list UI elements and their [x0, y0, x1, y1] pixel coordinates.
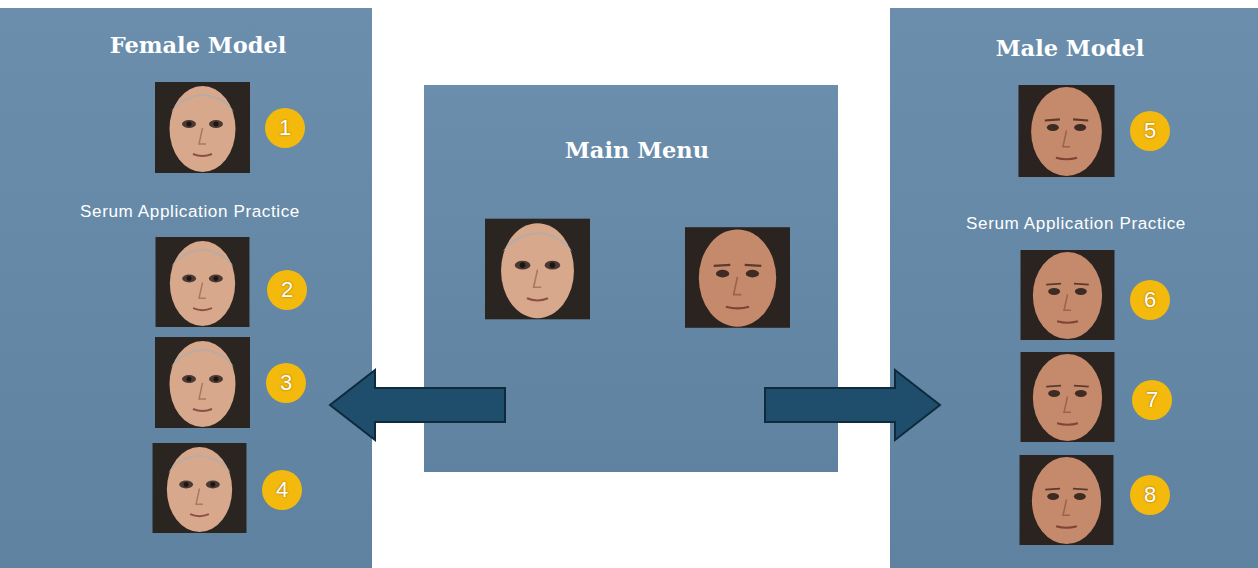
callout-circle: 4	[262, 470, 302, 510]
callout-number: 5	[1144, 119, 1156, 143]
callout-circle: 1	[265, 108, 305, 148]
panel-title: Main Menu	[430, 135, 844, 165]
callout-number: 1	[279, 116, 291, 140]
block-arrow	[330, 370, 505, 440]
callout-circle: 8	[1130, 475, 1170, 515]
menu-panel: Main Menu	[424, 85, 838, 472]
callout-number: 3	[280, 371, 292, 395]
callout-circle: 6	[1130, 280, 1170, 320]
callout-number: 2	[281, 278, 293, 302]
callout-number: 4	[276, 478, 288, 502]
panel-subtitle: Serum Application Practice	[4, 201, 376, 223]
panel-title: Male Model	[886, 33, 1254, 63]
callout-circle: 5	[1130, 111, 1170, 151]
panel-subtitle: Serum Application Practice	[892, 213, 1258, 235]
panel-title: Female Model	[12, 30, 384, 60]
model-panel: Male ModelSerum Application Practice5678	[890, 8, 1258, 568]
callout-circle: 3	[266, 363, 306, 403]
callout-number: 7	[1146, 388, 1158, 412]
callout-number: 6	[1144, 288, 1156, 312]
callout-circle: 2	[267, 270, 307, 310]
callout-circle: 7	[1132, 380, 1172, 420]
callout-number: 8	[1144, 483, 1156, 507]
block-arrow	[765, 370, 940, 440]
model-panel: Female ModelSerum Application Practice12…	[0, 8, 372, 568]
